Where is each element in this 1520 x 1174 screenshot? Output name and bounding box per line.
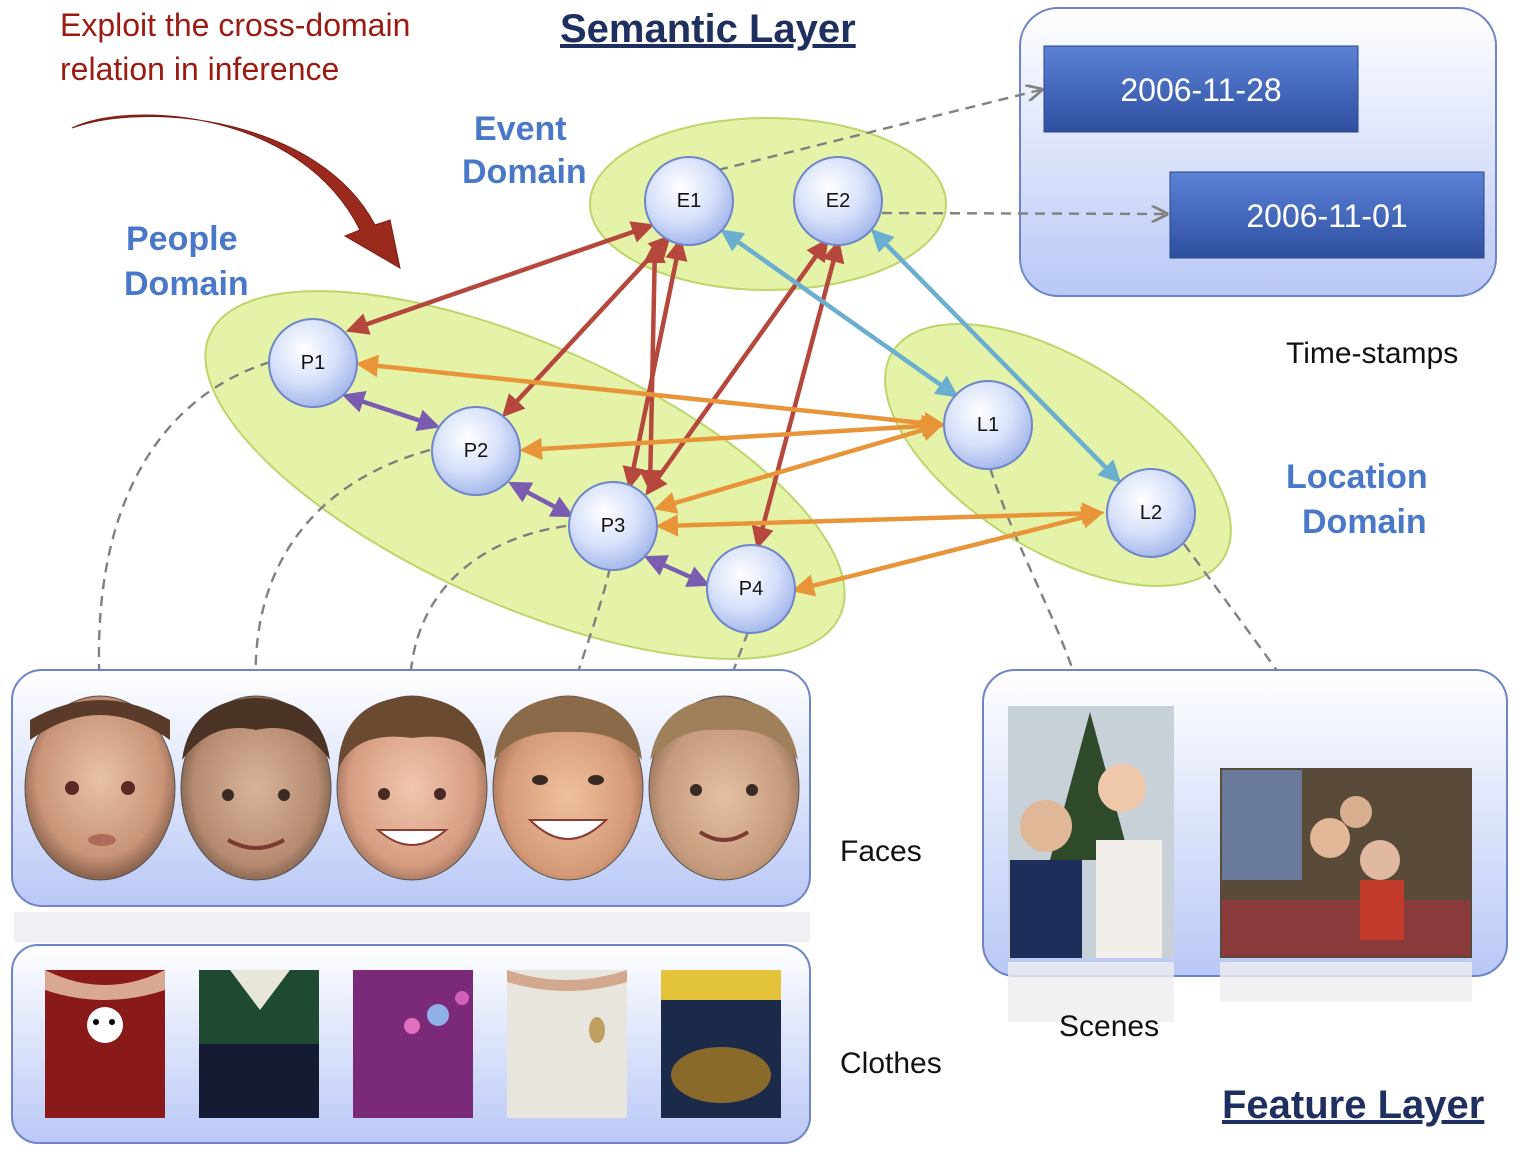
faces-caption: Faces [840,835,922,868]
people-people-edges [341,391,711,587]
node-p1: P1 [268,318,358,408]
node-e1: E1 [644,156,734,246]
node-p3: P3 [568,481,658,571]
link-p2-face [256,448,431,688]
feature-layer-title: Feature Layer [1222,1083,1484,1127]
scene-image-2 [1220,768,1472,958]
timestamp-box-1: 2006-11-28 [1043,45,1359,133]
node-l2-label: L2 [1140,502,1162,524]
clothes-caption: Clothes [840,1047,942,1080]
people-location-edges [355,354,1105,597]
annotation-line-2: relation in inference [60,51,339,87]
node-p4: P4 [706,544,796,634]
event-domain-label-1: Event [474,110,567,148]
people-domain-label-2: Domain [124,265,249,303]
edge-p3-p4 [643,555,711,587]
scene-image-1-reflection [1008,962,1174,1022]
clothes-image-1 [45,970,165,1118]
event-domain-label-2: Domain [462,153,587,191]
clothes-image-4 [507,970,627,1118]
scene-image-1 [1008,706,1174,958]
clothes-image-5 [661,970,781,1118]
location-domain-ellipse [884,322,1232,588]
node-l1-label: L1 [977,414,999,436]
timestamp-1-label: 2006-11-28 [1120,72,1281,108]
location-domain-label-2: Domain [1302,503,1427,541]
link-p3-face [410,524,567,690]
node-p2-label: P2 [464,440,488,462]
node-l2: L2 [1106,468,1196,558]
people-domain-label-1: People [126,220,237,258]
annotation-line-1: Exploit the cross-domain [60,7,410,43]
edge-p2-p3 [508,481,574,518]
semantic-layer-title: Semantic Layer [560,7,856,51]
faces-panel-shadow [14,912,810,942]
node-e1-label: E1 [677,190,701,212]
edge-p1-l1 [355,354,947,435]
node-e2: E2 [793,156,883,246]
node-l1: L1 [943,380,1033,470]
edge-p4-l2 [791,506,1105,597]
timestamp-2-label: 2006-11-01 [1246,198,1407,234]
edge-p1-p2 [341,391,441,431]
clothes-image-3 [353,970,473,1118]
people-domain-ellipse [204,290,846,660]
face-image-2 [180,695,332,881]
timestamps-caption: Time-stamps [1286,337,1458,370]
location-domain-label-1: Location [1286,458,1428,496]
face-image-3 [336,695,488,881]
clothes-image-2 [199,970,319,1118]
timestamp-box-2: 2006-11-01 [1169,171,1485,259]
node-p4-label: P4 [739,578,763,600]
node-e2-label: E2 [826,190,850,212]
node-p2: P2 [431,406,521,496]
edge-e2-l2 [870,228,1122,484]
scene-image-2-reflection [1220,962,1472,1002]
scenes-caption: Scenes [1059,1010,1159,1043]
edge-p3-l1 [653,419,945,514]
face-image-4 [492,695,644,881]
face-image-5 [648,695,800,881]
link-e2-timestamp2 [881,213,1165,214]
node-p1-label: P1 [301,352,325,374]
link-e1-timestamp1 [717,90,1040,172]
node-p3-label: P3 [601,515,625,537]
face-image-1 [24,695,176,881]
